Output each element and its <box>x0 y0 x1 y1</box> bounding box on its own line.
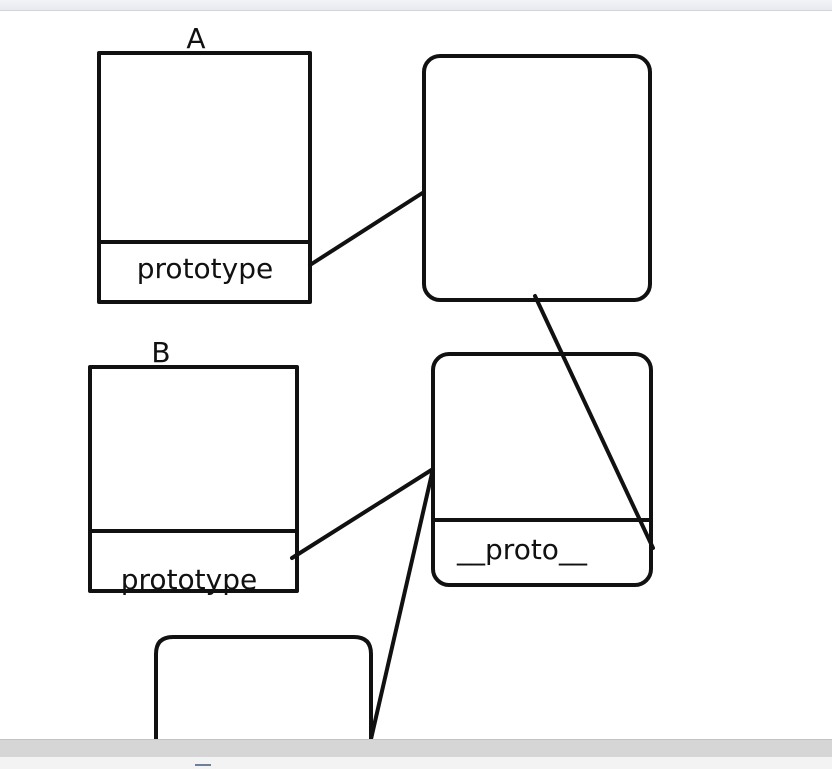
connector-b-prototype-to-middle-object <box>290 467 435 560</box>
bottom-object-box <box>154 635 373 741</box>
a-object-box <box>97 51 312 304</box>
connector-top-object-to-proto-section <box>533 294 655 550</box>
top-object-box <box>422 54 652 302</box>
connector-a-prototype-to-top-object <box>308 190 426 267</box>
proto-label: __proto__ <box>456 533 588 566</box>
label-a: A <box>186 22 205 55</box>
top-window-strip <box>0 0 832 11</box>
label-b: B <box>151 336 170 369</box>
middle-object-box <box>431 352 653 587</box>
connector-middle-object-to-bottom-object <box>369 467 435 741</box>
bottom-window-strip <box>0 757 832 769</box>
b-object-box <box>88 365 299 593</box>
small-status-marker <box>195 764 211 766</box>
a-prototype-label: prototype <box>137 252 273 285</box>
horizontal-scrollbar[interactable] <box>0 739 832 758</box>
b-prototype-label: prototype <box>121 563 257 596</box>
